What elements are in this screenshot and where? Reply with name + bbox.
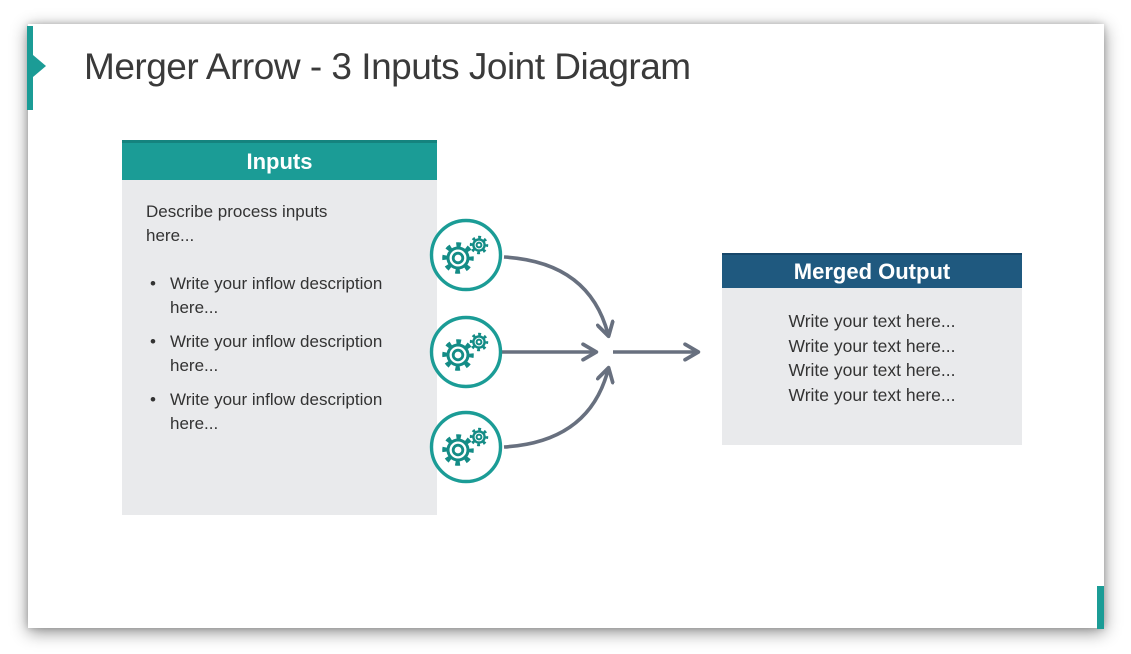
output-text-line: Write your text here...: [788, 335, 956, 356]
gears-icon: [429, 410, 503, 484]
output-text-line: Write your text here...: [788, 311, 956, 331]
bullet-icon: •: [150, 332, 156, 351]
inputs-box: Inputs Describe process inputs here... •…: [122, 140, 437, 515]
merged-output-body: Write your text here... Write your text …: [722, 288, 1022, 445]
list-item: • Write your inflow description here...: [146, 388, 415, 436]
slide-canvas: Merger Arrow - 3 Inputs Joint Diagram In…: [27, 24, 1104, 629]
inputs-intro-line: here...: [146, 226, 195, 245]
inputs-box-header: Inputs: [122, 140, 437, 180]
inputs-bullet-list: • Write your inflow description here... …: [146, 272, 415, 436]
inputs-box-body: Describe process inputs here... • Write …: [122, 180, 437, 515]
inflow-arrow-top: [503, 255, 608, 334]
slide-title: Merger Arrow - 3 Inputs Joint Diagram: [84, 46, 691, 87]
slide-accent-bar-top-left: [27, 26, 33, 110]
bullet-text: Write your inflow description here...: [170, 274, 383, 317]
bullet-text: Write your inflow description here...: [170, 390, 383, 433]
list-item: • Write your inflow description here...: [146, 330, 415, 378]
merge-diagram: [429, 218, 1104, 484]
bullet-text: Write your inflow description here...: [170, 332, 383, 375]
inputs-intro-line: Describe process inputs: [146, 202, 328, 221]
output-text-line: Write your text here...: [788, 384, 956, 405]
bullet-icon: •: [150, 274, 156, 293]
slide-accent-arrow-top-left: [33, 55, 46, 77]
merged-output-box: Merged Output Write your text here... Wr…: [722, 253, 1022, 445]
merged-output-header: Merged Output: [722, 253, 1022, 288]
inputs-intro-text: Describe process inputs here...: [146, 200, 415, 248]
gears-icon: [429, 315, 503, 389]
bullet-icon: •: [150, 390, 156, 409]
gears-icon: [429, 218, 503, 292]
slide-accent-bar-bottom-right: [1097, 586, 1104, 629]
inflow-arrow-bottom: [503, 370, 608, 449]
list-item: • Write your inflow description here...: [146, 272, 415, 320]
output-text-line: Write your text here...: [788, 360, 956, 380]
